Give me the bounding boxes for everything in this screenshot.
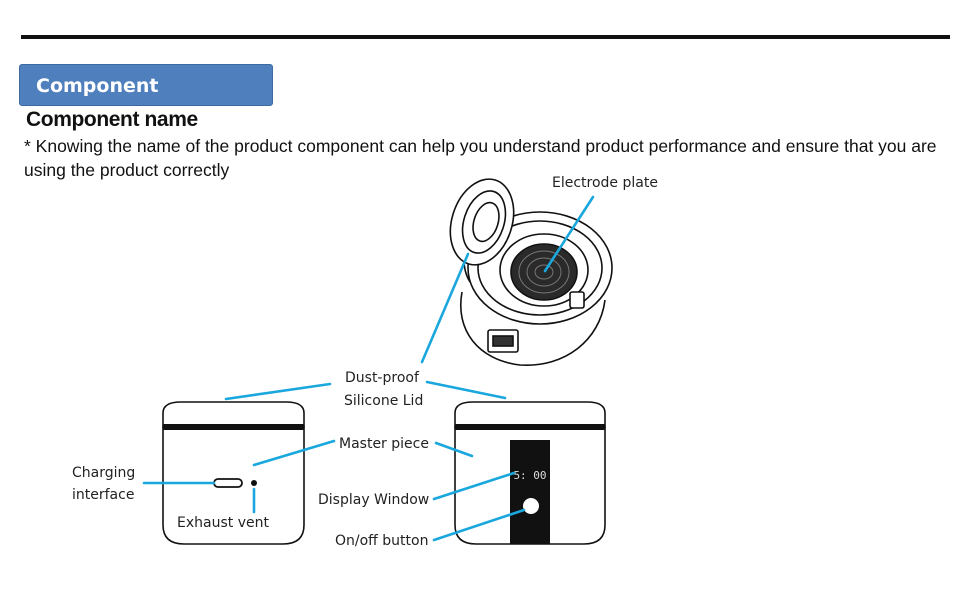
- device-side-illustration: [162, 401, 305, 545]
- display-window: [510, 440, 550, 544]
- component-labels: Electrode plate Dust-proof Silicone Lid …: [72, 175, 658, 549]
- page-heading: Component name: [26, 108, 198, 131]
- callout-electrode: [543, 195, 595, 273]
- label-electrode-plate: Electrode plate: [552, 175, 658, 191]
- device-perspective-illustration: [449, 178, 613, 366]
- electrode-plate: [510, 243, 578, 301]
- front-device-lid: [454, 401, 606, 428]
- exhaust-vent-hole: [251, 480, 257, 486]
- callout-master-piece-left: [252, 439, 336, 467]
- top-divider: [21, 35, 950, 39]
- callout-dust-proof-lid: [420, 252, 470, 364]
- charging-port: [213, 478, 243, 488]
- callout-display: [432, 471, 516, 501]
- callout-on-off: [432, 508, 526, 542]
- callout-dust-proof-left: [224, 382, 332, 401]
- display-readout: 5: 00: [513, 469, 546, 482]
- label-charging-line1: Charging: [72, 465, 135, 481]
- label-exhaust-vent: Exhaust vent: [177, 515, 269, 531]
- label-on-off-button: On/off button: [335, 533, 428, 549]
- callout-master-piece-right: [434, 441, 474, 458]
- label-display-window: Display Window: [318, 492, 429, 508]
- callout-lines: [142, 195, 595, 542]
- side-device-lid: [162, 401, 305, 428]
- silicone-lid: [449, 178, 515, 266]
- on-off-button: [523, 498, 539, 514]
- device-front-illustration: 5: 00: [454, 401, 606, 545]
- label-master-piece: Master piece: [339, 436, 429, 452]
- section-tab: Component description: [19, 64, 273, 139]
- label-charging-line2: interface: [72, 487, 134, 503]
- description-text: * Knowing the name of the product compon…: [24, 136, 937, 180]
- label-dust-proof-line1: Dust-proof: [345, 370, 420, 386]
- label-dust-proof-line2: Silicone Lid: [344, 393, 423, 409]
- callout-dust-proof-right: [425, 380, 507, 400]
